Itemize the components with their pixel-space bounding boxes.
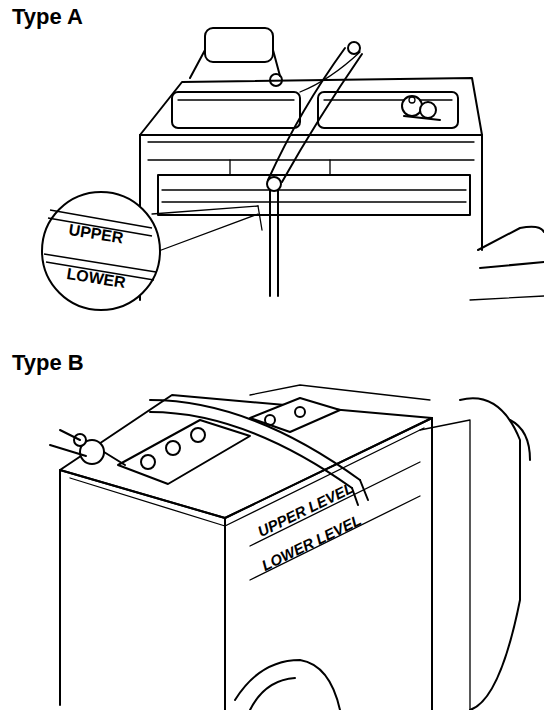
illustration-stroke [250, 678, 295, 710]
illustration-stroke [265, 415, 275, 425]
illustration-stroke [150, 412, 352, 488]
illustration-stroke [191, 428, 205, 442]
illustration-stroke [318, 92, 458, 128]
illustration-stroke [158, 175, 470, 215]
illustration-stroke [268, 48, 345, 180]
illustration-stroke [70, 428, 424, 526]
illustration-stroke [282, 54, 362, 182]
illustration-stroke [409, 97, 415, 103]
illustration-stroke [431, 418, 433, 710]
illustration-stroke [156, 214, 258, 252]
illustration-stroke [205, 28, 273, 62]
illustration-stroke [150, 400, 360, 480]
magnifier-outline [40, 190, 162, 312]
magnifier-circle-outline [42, 192, 160, 310]
illustration-stroke [104, 452, 125, 465]
illustration-stroke [235, 660, 340, 710]
illustration-stroke [59, 470, 61, 705]
illustration-stroke [148, 141, 474, 142]
illustration-stroke [420, 420, 470, 710]
illustration-stroke [50, 430, 86, 456]
illustration-stroke [152, 206, 258, 214]
illustration-stroke [230, 160, 330, 175]
illustration-stroke [480, 262, 544, 268]
illustration-stroke [172, 92, 300, 128]
illustration-stroke [162, 190, 466, 202]
illustration-stroke [470, 296, 544, 300]
illustration-stroke [60, 395, 432, 518]
illustration-stroke [267, 177, 281, 191]
illustration-stroke [420, 102, 436, 118]
illustration-stroke [250, 385, 430, 400]
illustration-stroke [300, 52, 360, 92]
illustration-stroke [224, 518, 226, 710]
battery-type-a [140, 28, 544, 300]
illustration-stroke [258, 206, 262, 230]
illustration-stroke [510, 420, 530, 460]
illustration-stroke [481, 135, 483, 250]
illustration-stroke [295, 407, 305, 417]
level-line [50, 210, 152, 228]
illustration-stroke [250, 496, 420, 580]
magnifier-circle: UPPERLOWER [40, 190, 162, 312]
illustration-stroke [166, 441, 180, 455]
illustration-stroke [60, 418, 432, 518]
illustration-stroke [148, 159, 474, 160]
level-line [44, 254, 156, 272]
illustration-stroke [118, 420, 250, 484]
illustration-stroke [460, 398, 520, 710]
illustration-stroke [478, 227, 544, 250]
type-heading: Type B [12, 352, 84, 374]
type-heading: Type A [12, 6, 83, 28]
illustration-stroke [190, 50, 280, 78]
illustration-stroke [141, 455, 155, 469]
illustration-stroke [270, 74, 282, 86]
illustration-stroke [250, 398, 340, 432]
illustration-stroke [270, 190, 278, 296]
illustration-stroke [348, 42, 360, 54]
illustration-stroke [404, 116, 440, 120]
battery-type-b [50, 385, 530, 710]
illustration-stroke [402, 96, 422, 116]
